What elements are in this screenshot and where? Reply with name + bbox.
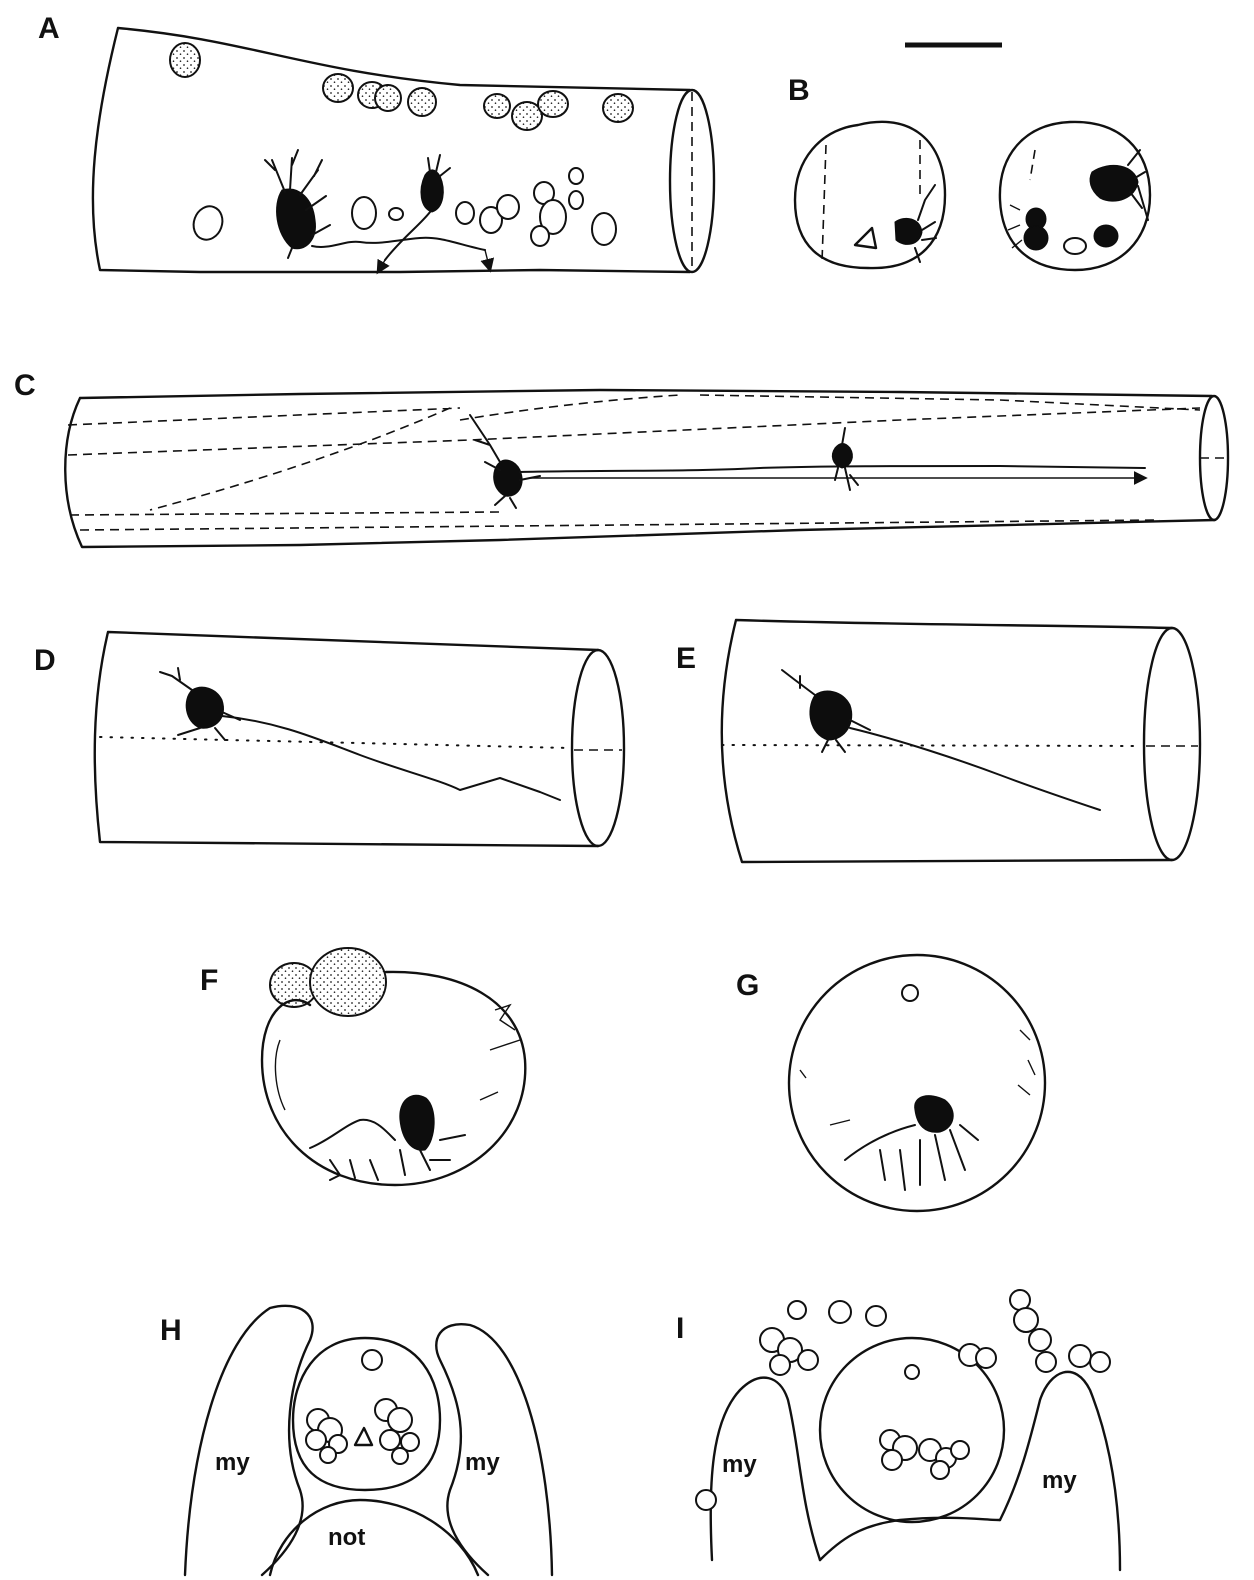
neuron-a2 [376, 154, 451, 275]
neuron-d [159, 667, 561, 801]
neuron-g [844, 1095, 979, 1191]
neuron-a1 [264, 149, 495, 273]
panel-label-b: B [788, 74, 810, 107]
spinal-cord-tube-a [91, 26, 692, 274]
panel-c: C [14, 369, 1230, 549]
panel-label-g: G [736, 969, 759, 1002]
panel-label-d: D [34, 644, 56, 677]
tube-end-e [1142, 626, 1202, 862]
spinal-cord-tube-e [720, 618, 1174, 864]
neuron-b2a [1089, 164, 1139, 202]
tissue-label-my-i-right: my [1042, 1467, 1077, 1494]
stippled-cells-a [169, 42, 634, 131]
open-cells-a [192, 167, 617, 247]
neuron-f [309, 1094, 466, 1181]
notochord-h [268, 1498, 480, 1577]
panel-d: D [34, 630, 626, 848]
tissue-label-my-h-right: my [465, 1449, 500, 1476]
cross-section-g [787, 953, 1047, 1213]
myotome-right-h [435, 1323, 554, 1577]
tissue-label-my-h-left: my [215, 1449, 250, 1476]
neural-tube-i [818, 1336, 1006, 1524]
panel-label-a: A [38, 12, 60, 45]
panel-b: B [788, 74, 1152, 272]
panel-f: F [200, 947, 527, 1187]
panel-g: G [736, 953, 1047, 1213]
cross-section-b2 [998, 120, 1152, 272]
myotome-right-i [998, 1370, 1122, 1572]
panel-h: H my my not [160, 1304, 554, 1577]
myotome-left-i [709, 1376, 822, 1562]
cell-cluster-i [759, 1289, 1111, 1480]
panel-i: I [676, 1289, 1122, 1572]
tube-end-d [570, 648, 626, 848]
neuron-c2 [831, 427, 859, 491]
cross-section-f [260, 970, 527, 1187]
tissue-label-not: not [328, 1524, 365, 1551]
panel-e: E [676, 618, 1202, 864]
cell-cluster-h [305, 1349, 420, 1465]
neuron-e [781, 669, 1101, 811]
tube-end-a [668, 88, 716, 274]
panel-a: A [38, 12, 716, 275]
spinal-cord-tube-c [64, 388, 1217, 549]
panel-label-h: H [160, 1314, 182, 1347]
spinal-cord-tube-d [93, 630, 600, 848]
cross-section-b1 [793, 120, 947, 270]
tissue-label-my-i-left: my [722, 1451, 757, 1478]
panel-label-i: I [676, 1312, 684, 1345]
myotome-left-h [183, 1304, 314, 1577]
panel-label-f: F [200, 964, 218, 997]
neural-tube-h [291, 1336, 442, 1492]
neuron-c1 [469, 414, 1148, 509]
outer-boundary-i [818, 1516, 1002, 1562]
stippled-cell-f2 [309, 947, 387, 1017]
panel-label-c: C [14, 369, 36, 402]
neuron-b1 [894, 217, 923, 245]
panel-label-e: E [676, 642, 696, 675]
